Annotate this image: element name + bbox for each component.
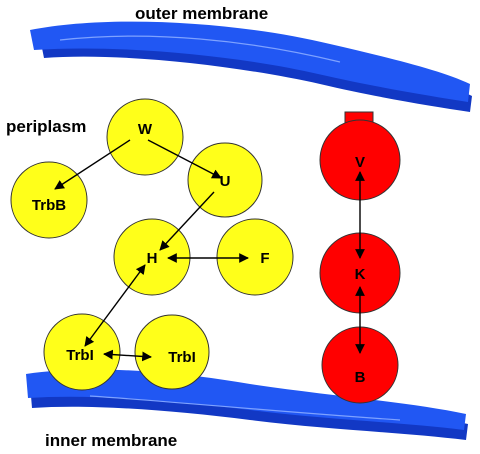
outer-membrane-label: outer membrane: [135, 4, 268, 23]
label-W: W: [138, 121, 153, 138]
arrow-TrbI-TrbI: [103, 349, 152, 362]
inner-membrane-front-sheet: [26, 369, 466, 430]
outer-membrane-highlight: [59, 35, 341, 63]
label-TrbB: TrbB: [32, 197, 66, 214]
inner-membrane-highlight: [89, 395, 401, 421]
outer-membrane-front-sheet: [30, 21, 470, 102]
label-K: K: [355, 266, 366, 283]
label-B: B: [355, 369, 366, 386]
arrow-W-to-TrbB: [54, 139, 131, 190]
label-V: V: [355, 154, 365, 171]
node-F: [216, 218, 294, 296]
periplasm-label: periplasm: [6, 117, 86, 136]
node-W: [106, 98, 184, 176]
arrow-W-to-U: [147, 139, 222, 179]
label-U: U: [220, 173, 231, 190]
label-TrbI-right: TrbI: [168, 349, 196, 366]
label-TrbI-left: TrbI: [66, 347, 94, 364]
label-H: H: [147, 250, 158, 267]
channel-complex: [319, 111, 401, 404]
label-F: F: [260, 250, 269, 267]
arrow-U-to-H: [159, 191, 215, 251]
node-U: [187, 142, 263, 218]
outer-membrane: [30, 21, 472, 113]
interaction-arrows: [54, 139, 365, 362]
node-labels: W U TrbB H F TrbI TrbI V K B: [32, 121, 366, 386]
inner-membrane-label: inner membrane: [45, 431, 177, 450]
arrow-H-TrbI: [84, 264, 146, 347]
inner-membrane: [26, 369, 468, 440]
